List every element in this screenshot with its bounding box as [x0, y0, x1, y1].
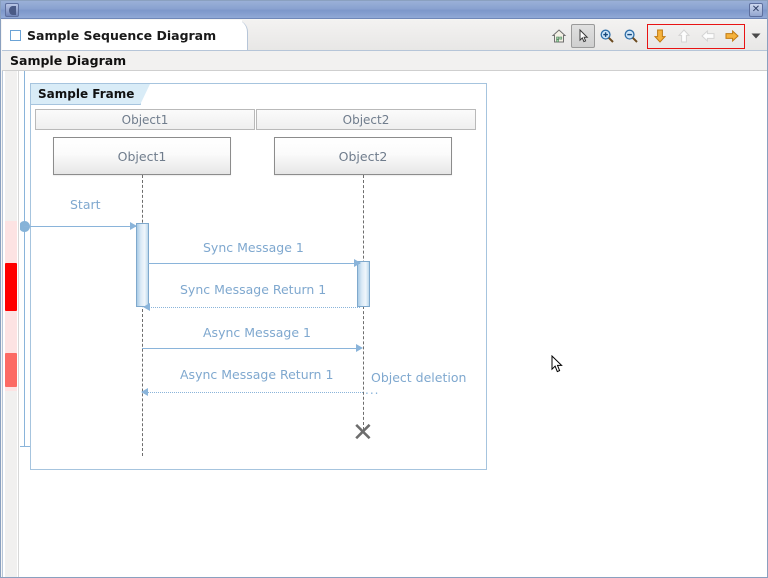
lifeline-dash-object1	[142, 175, 143, 456]
lifeline-header-label: Object2	[342, 112, 390, 127]
arrow-up-button[interactable]	[672, 24, 696, 48]
tab-sample-sequence-diagram[interactable]: Sample Sequence Diagram ⌧	[2, 20, 248, 50]
navigation-button-group	[647, 23, 745, 49]
breadcrumb: Sample Diagram	[2, 51, 767, 71]
window-titlebar: ✕	[1, 1, 767, 19]
marker-ruler[interactable]	[3, 71, 19, 577]
message-arrowhead-sync-1	[354, 259, 361, 267]
object-destruction-x-icon[interactable]: ✕	[352, 418, 374, 448]
editor-toolbar	[547, 23, 765, 49]
arrow-right-button[interactable]	[720, 24, 744, 48]
activation-bar-object1[interactable]	[136, 223, 149, 307]
message-line-async-return-1[interactable]	[146, 392, 363, 393]
message-arrowhead-async-return-1	[141, 388, 148, 396]
arrow-left-icon	[701, 29, 715, 43]
message-label-async-return-1: Async Message Return 1	[180, 367, 334, 382]
home-button[interactable]	[547, 24, 571, 48]
zoom-out-icon	[624, 29, 638, 43]
home-icon	[551, 29, 567, 43]
select-pointer-icon	[579, 28, 589, 43]
lifeline-box-object2[interactable]: Object2	[274, 137, 452, 175]
tab-curve-decoration	[216, 20, 242, 50]
mouse-cursor	[551, 354, 563, 374]
lifeline-header-object2[interactable]: Object2	[256, 109, 476, 130]
frame-label: Sample Frame	[31, 84, 150, 105]
found-message-arrowhead	[130, 222, 137, 230]
diagram-canvas[interactable]: Sample Frame Object1 Object2 Object1 Obj…	[20, 71, 767, 577]
lifeline-header-label: Object1	[121, 112, 169, 127]
activation-bar-object2[interactable]	[357, 261, 370, 307]
message-label-sync-return-1: Sync Message Return 1	[180, 282, 327, 297]
tab-label: Sample Sequence Diagram	[27, 27, 217, 43]
eclipse-icon	[5, 3, 19, 17]
zoom-in-icon	[600, 29, 614, 43]
lifeline-box-object1[interactable]: Object1	[53, 137, 231, 175]
arrow-right-icon	[725, 29, 739, 43]
select-pointer-button[interactable]	[571, 24, 595, 48]
error-marker[interactable]	[5, 263, 17, 311]
message-arrowhead-async-1	[356, 344, 363, 352]
message-label-sync-1: Sync Message 1	[203, 240, 304, 255]
view-menu-button[interactable]	[747, 24, 765, 48]
diagram-editor: Sample Frame Object1 Object2 Object1 Obj…	[2, 71, 767, 577]
lifeline-header-object1[interactable]: Object1	[35, 109, 255, 130]
message-arrowhead-sync-return-1	[143, 303, 150, 311]
warning-marker[interactable]	[5, 353, 17, 387]
breadcrumb-label: Sample Diagram	[10, 53, 127, 68]
cursor-arrow-icon	[551, 354, 563, 373]
chevron-down-icon	[751, 33, 761, 39]
message-line-sync-1[interactable]	[148, 263, 360, 264]
lifeline-box-label: Object1	[117, 148, 167, 164]
message-line-async-1[interactable]	[142, 348, 360, 349]
arrow-down-button[interactable]	[648, 24, 672, 48]
found-message-label: Start	[70, 197, 101, 212]
zoom-in-button[interactable]	[595, 24, 619, 48]
canvas-bottom-guide	[20, 446, 30, 447]
found-message-guide	[24, 71, 25, 446]
diagram-file-icon	[10, 29, 21, 41]
editor-tab-bar: Sample Sequence Diagram ⌧	[2, 20, 767, 51]
arrow-down-icon	[653, 29, 667, 43]
zoom-out-button[interactable]	[619, 24, 643, 48]
found-message-line[interactable]	[24, 226, 136, 227]
message-label-async-1: Async Message 1	[203, 325, 311, 340]
stop-note-dots: ...	[365, 383, 380, 397]
arrow-up-icon	[677, 29, 691, 43]
arrow-left-button[interactable]	[696, 24, 720, 48]
window-close-button[interactable]: ✕	[749, 3, 763, 17]
annotation-object-deletion: Object deletion	[371, 370, 467, 385]
message-line-sync-return-1[interactable]	[148, 307, 360, 308]
lifeline-box-label: Object2	[338, 148, 388, 164]
